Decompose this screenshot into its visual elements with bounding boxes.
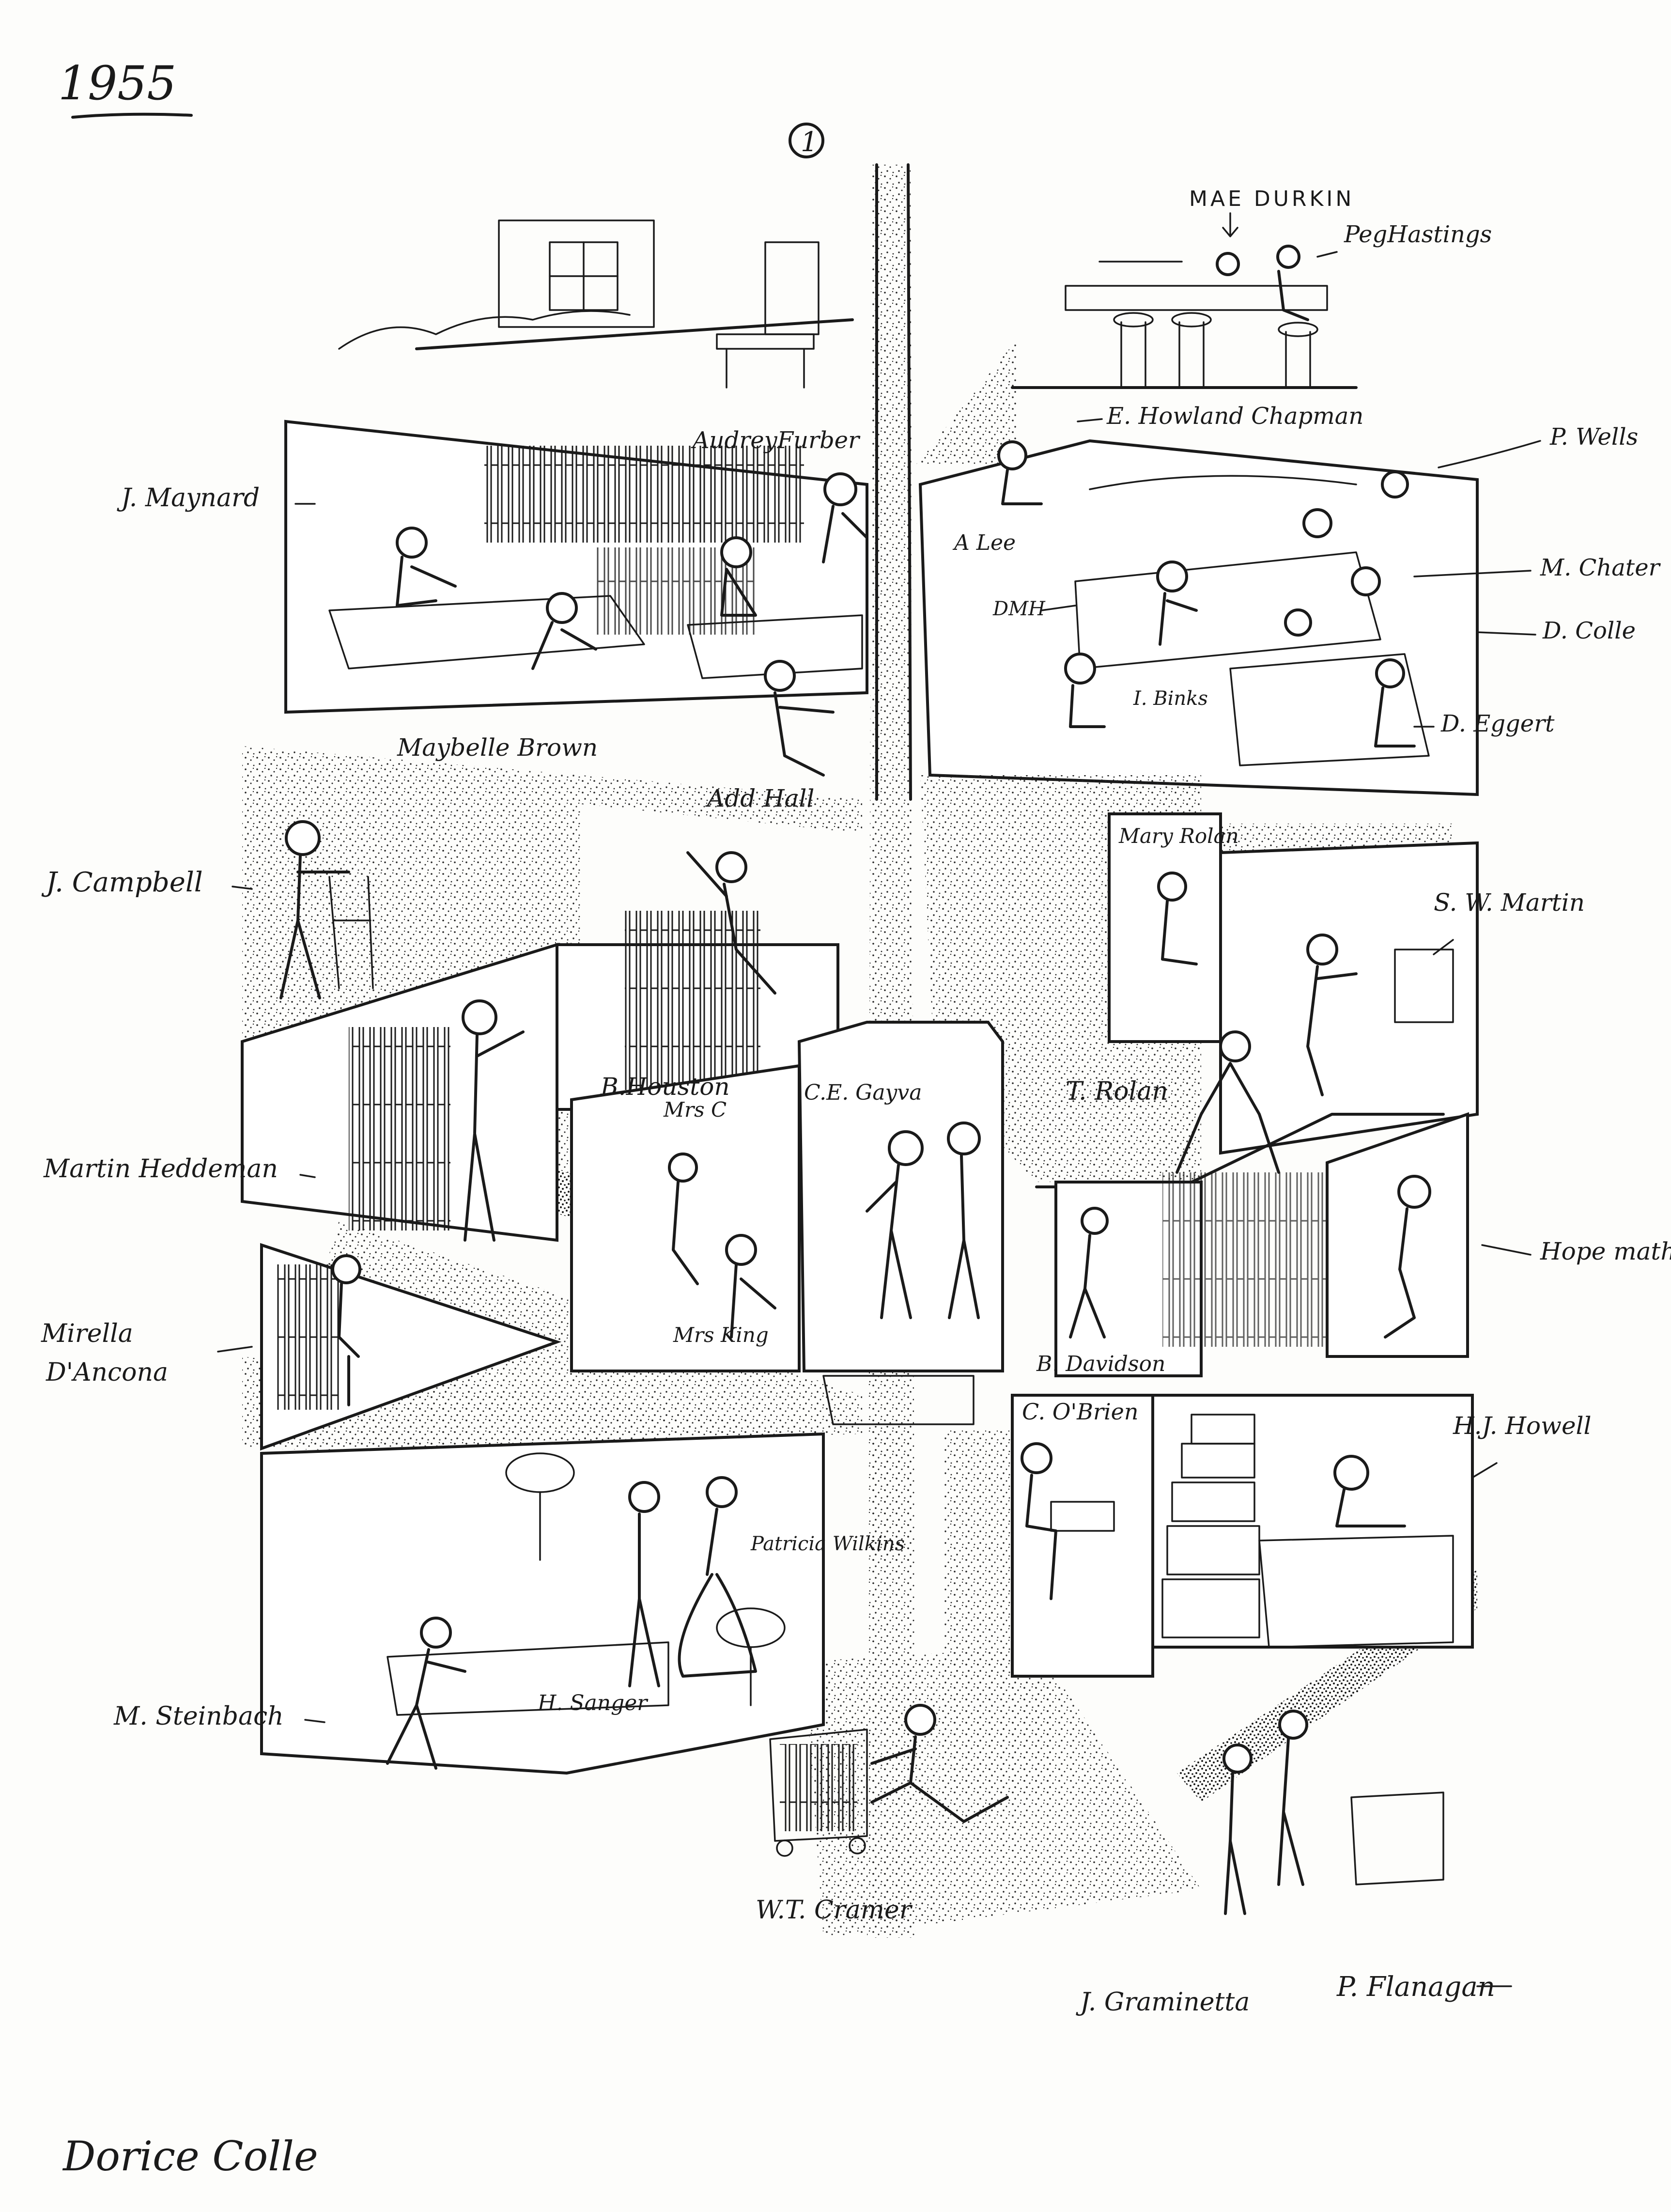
right-middle-rooms: [1035, 812, 1479, 1377]
label-m-steinbach: M. Steinbach: [113, 1702, 284, 1731]
label-maybelle-brown: Maybelle Brown: [397, 733, 598, 762]
label-hope-matheson: Hope matheson: [1540, 1237, 1671, 1265]
graminetta-flanagan: [1222, 1710, 1444, 1915]
label-d-eggert: D. Eggert: [1440, 710, 1555, 737]
label-peg-hastings: PegHastings: [1344, 221, 1492, 248]
central-elevator: [797, 1021, 1004, 1565]
label-e-howland-chapman: E. Howland Chapman: [1106, 403, 1363, 430]
label-j-maynard: J. Maynard: [117, 483, 260, 513]
label-a-lee: A Lee: [952, 530, 1016, 555]
label-ce-gayva: C.E. Gayva: [804, 1080, 922, 1105]
campbell-figure: [279, 820, 374, 999]
name-labels: MAE DURKIN PegHastings E. Howland Chapma…: [41, 187, 1671, 2017]
label-mrs-c: Mrs C: [663, 1098, 727, 1122]
upper-left-office: [284, 420, 868, 777]
label-c-obrien: C. O'Brien: [1022, 1399, 1139, 1425]
label-s-w-martin: S. W. Martin: [1434, 888, 1585, 917]
label-b-davidson: B. Davidson: [1036, 1352, 1165, 1376]
label-d-colle: D. Colle: [1542, 617, 1636, 644]
label-mary-rolan: Mary Rolan: [1118, 824, 1239, 848]
label-add-hall: Add Hall: [705, 784, 814, 812]
mirella-room: [260, 1243, 562, 1451]
label-b-houston: B.Houston: [600, 1073, 730, 1101]
label-j-graminetta: J. Graminetta: [1076, 1988, 1250, 2017]
header: 1955 1: [58, 56, 824, 158]
lower-right-offices: [1011, 1394, 1474, 1678]
lower-left-reading-room: [260, 1432, 825, 1775]
label-mirella: Mirella: [41, 1319, 133, 1348]
mrs-c-room: [570, 1064, 801, 1372]
label-d-ancona: D'Ancona: [46, 1358, 168, 1387]
label-m-chater: M. Chater: [1540, 554, 1661, 581]
label-j-campbell: J. Campbell: [41, 867, 203, 898]
label-hj-howell: H.J. Howell: [1453, 1412, 1592, 1440]
label-mae-durkin: MAE DURKIN: [1189, 187, 1354, 211]
cramer-cart: [769, 1704, 1009, 1857]
snack-bar-room: [1011, 245, 1358, 389]
label-i-binks: I. Binks: [1133, 687, 1208, 710]
label-p-wells: P. Wells: [1549, 423, 1638, 451]
label-audrey-furber: AudreyFurber: [691, 427, 861, 454]
label-martin-heddeman: Martin Heddeman: [43, 1154, 278, 1184]
signature: Dorice Colle: [62, 2133, 318, 2180]
label-wt-cramer: W.T. Cramer: [756, 1896, 913, 1925]
upper-right-office: [915, 339, 1479, 796]
label-patricia-wilkins: Patricia Wilkins: [750, 1533, 905, 1555]
year-label: 1955: [58, 56, 176, 110]
label-p-flanagan: P. Flanagan: [1336, 1971, 1495, 2003]
attic-room: [338, 219, 854, 389]
label-t-rolan: T. Rolan: [1066, 1077, 1168, 1106]
label-h-sanger: H. Sanger: [537, 1691, 649, 1715]
label-mrs-king: Mrs King: [673, 1323, 769, 1347]
page-number: 1: [801, 126, 818, 158]
label-dmh: DMH: [992, 598, 1046, 620]
